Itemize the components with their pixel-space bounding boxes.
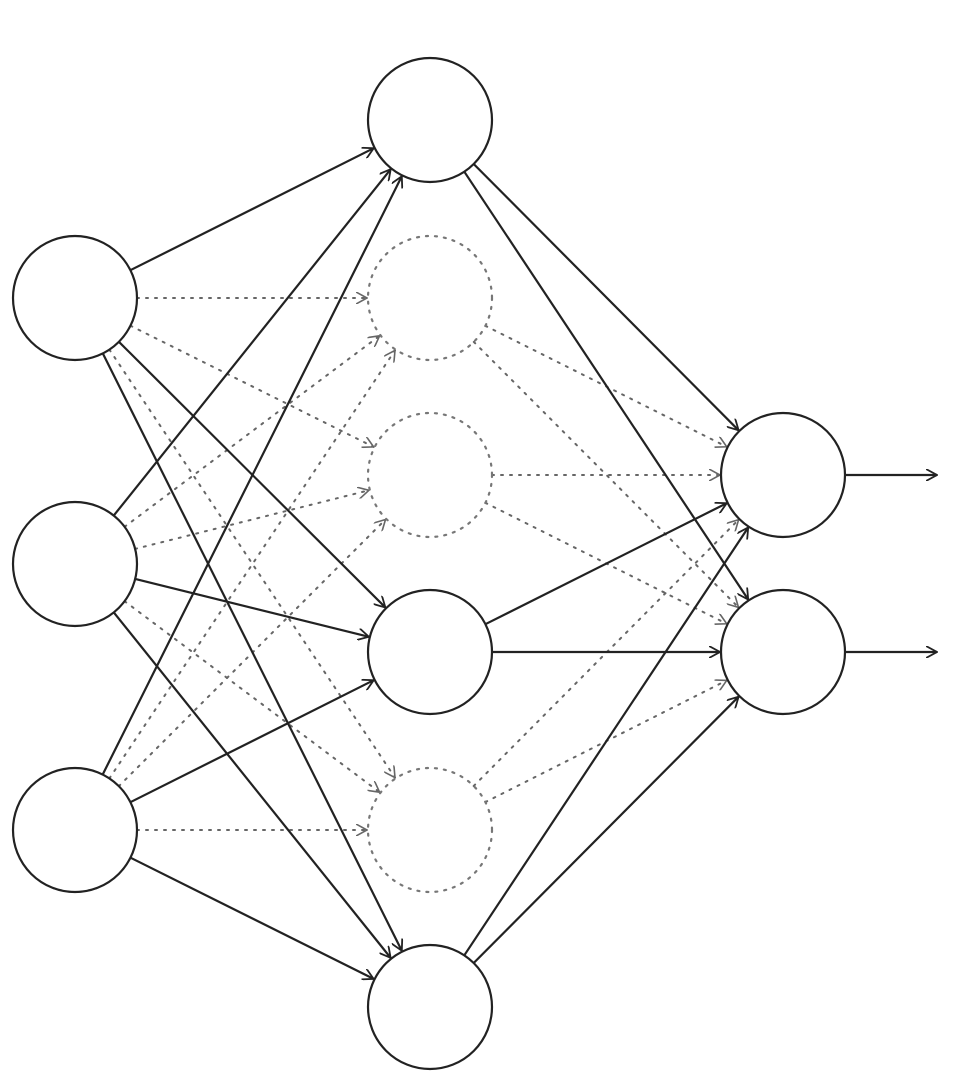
dropped-connection-l0-2-to-1 (108, 350, 396, 780)
dropped-connections (108, 298, 739, 830)
input-node-1 (11, 234, 139, 362)
network-nodes (11, 56, 847, 1071)
hidden-node-1 (366, 56, 494, 184)
hidden-node-3-dropped (366, 411, 494, 539)
connection-l0-1-to-5 (112, 611, 391, 957)
dropped-connection-l0-1-to-4 (123, 600, 380, 792)
connection-l1-5-to-1 (472, 697, 739, 964)
connection-l1-0-to-0 (472, 163, 739, 430)
connection-l0-2-to-5 (130, 856, 374, 979)
dropped-connection-l1-1-to-1 (472, 340, 739, 608)
connection-l0-2-to-3 (129, 680, 373, 804)
output-node-1 (719, 411, 847, 539)
output-node-2 (719, 588, 847, 716)
connection-l1-3-to-0 (484, 503, 726, 626)
connection-l0-2-to-0 (101, 176, 402, 775)
connection-l1-0-to-1 (463, 171, 748, 600)
dropped-connection-l0-0-to-2 (129, 324, 374, 447)
hidden-node-4 (366, 588, 494, 716)
hidden-node-2-dropped (366, 234, 494, 362)
connection-l0-0-to-0 (129, 148, 373, 272)
hidden-node-6 (366, 943, 494, 1071)
connection-l1-5-to-0 (463, 528, 748, 956)
connection-l0-0-to-5 (101, 352, 402, 950)
dropped-connection-l1-4-to-0 (472, 520, 739, 787)
output-arrows (845, 475, 937, 652)
dropped-connection-l0-1-to-2 (134, 490, 369, 550)
dropped-connection-l0-1-to-1 (123, 336, 380, 528)
input-node-3 (11, 766, 139, 894)
input-node-2 (11, 500, 139, 628)
active-connections (101, 148, 749, 979)
connection-l0-1-to-0 (112, 169, 391, 517)
connection-l0-1-to-3 (134, 577, 369, 637)
dropped-connection-l0-0-to-4 (108, 348, 396, 778)
hidden-node-5-dropped (366, 766, 494, 894)
